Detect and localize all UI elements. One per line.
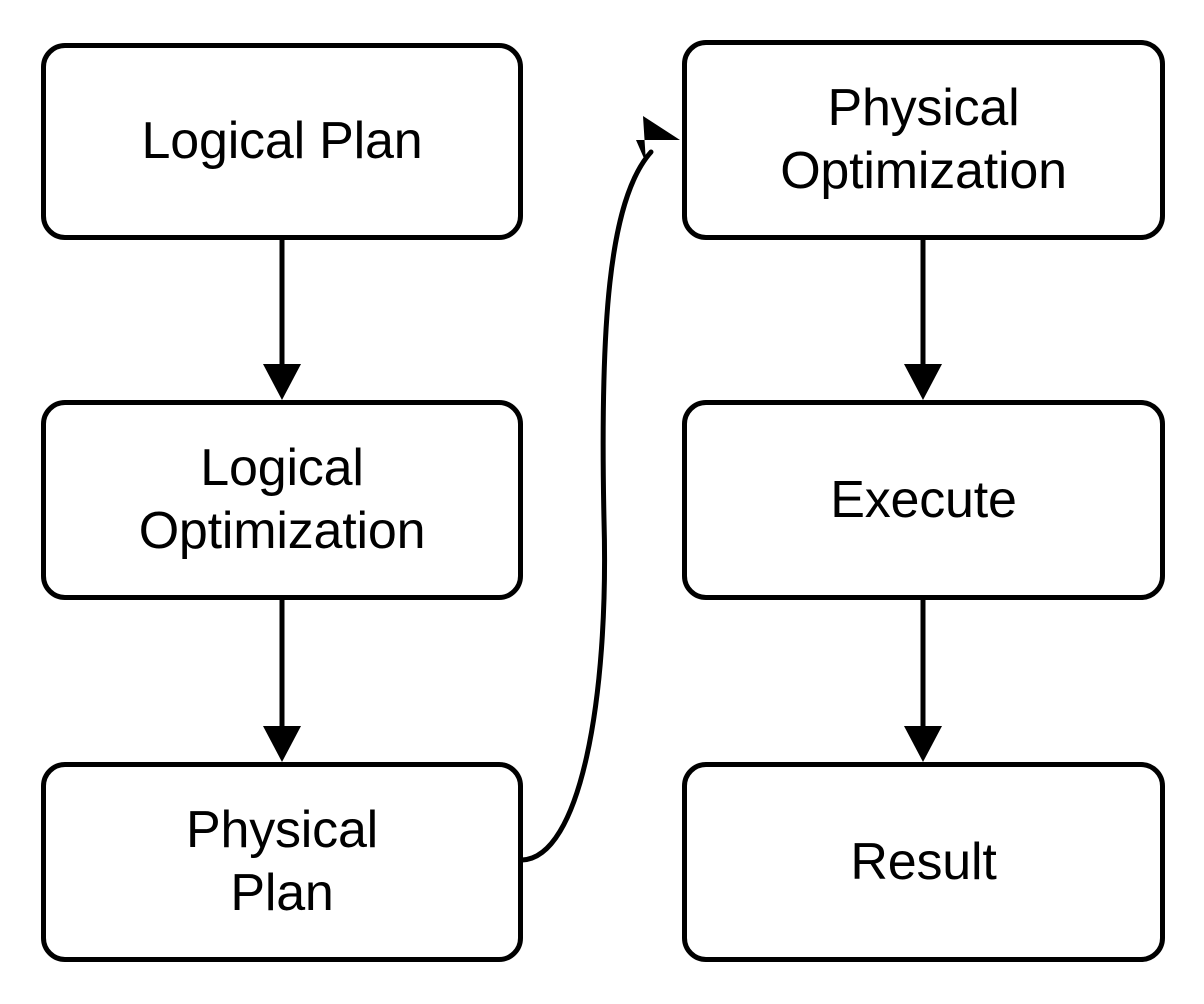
node-physical-plan-label: Physical Plan — [185, 801, 379, 922]
node-result-label: Result — [850, 832, 997, 891]
node-result[interactable]: Result — [682, 762, 1165, 962]
node-physical-optimization[interactable]: Physical Optimization — [682, 40, 1165, 240]
connector-execute-to-result — [904, 600, 942, 762]
connector-physical-plan-to-physical-optimization — [519, 116, 680, 863]
connector-logical-optimization-to-physical-plan — [263, 600, 301, 762]
node-logical-optimization[interactable]: Logical Optimization — [41, 400, 523, 600]
node-physical-optimization-label: Physical Optimization — [780, 79, 1067, 200]
node-logical-plan-label: Logical Plan — [141, 112, 423, 170]
node-logical-optimization-label: Logical Optimization — [138, 439, 426, 560]
node-execute[interactable]: Execute — [682, 400, 1165, 600]
node-execute-label: Execute — [830, 470, 1017, 529]
node-logical-plan[interactable]: Logical Plan — [41, 43, 523, 240]
node-physical-plan[interactable]: Physical Plan — [41, 762, 523, 962]
connector-physical-optimization-to-execute — [904, 240, 942, 400]
connector-logical-plan-to-logical-optimization — [263, 240, 301, 400]
